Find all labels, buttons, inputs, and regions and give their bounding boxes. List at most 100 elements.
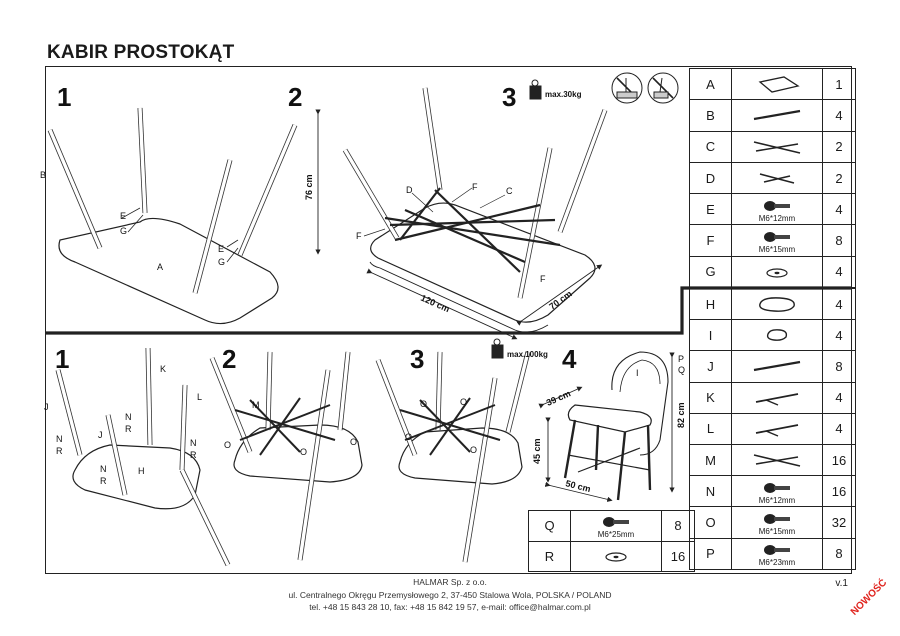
part-letter: N <box>689 475 732 508</box>
chair-label-q: Q <box>678 365 685 375</box>
chair-step4-number: 4 <box>562 344 577 374</box>
part-quantity: 2 <box>822 161 856 195</box>
leg-icon <box>753 361 801 372</box>
chair-label-o6: O <box>405 432 412 442</box>
table-label-a: A <box>157 262 163 272</box>
chair-label-o1: O <box>224 440 231 450</box>
chair-label-i: I <box>636 368 639 378</box>
part-letter: K <box>689 381 732 414</box>
table-label-f3: F <box>540 274 546 284</box>
part-quantity: 8 <box>661 510 695 542</box>
chair-dim-height: 82 cm <box>676 402 686 428</box>
chair-step3-number: 3 <box>410 344 424 374</box>
parts-row: R 16 <box>528 540 695 572</box>
part-quantity: 4 <box>822 412 856 445</box>
back-leg-icon <box>755 392 799 406</box>
chair-label-n2: N <box>56 434 63 444</box>
part-picture <box>731 412 823 445</box>
part-quantity: 1 <box>822 67 856 101</box>
part-size-label: M6*15mm <box>758 245 796 255</box>
part-letter: H <box>689 287 732 321</box>
part-picture <box>731 161 823 195</box>
washer-icon <box>605 552 627 562</box>
part-quantity: 8 <box>822 224 856 257</box>
screw-icon <box>764 482 790 493</box>
table-label-c: C <box>506 186 513 196</box>
chair-label-r4: R <box>100 476 107 486</box>
document-title: KABIR PROSTOKĄT <box>47 42 235 63</box>
chair-step1-number: 1 <box>55 344 69 374</box>
chair-dim-width: 50 cm <box>565 478 592 494</box>
part-picture: M6*15mm <box>731 224 823 257</box>
table-label-g1: G <box>120 226 127 236</box>
part-quantity: 16 <box>822 475 856 508</box>
part-picture <box>731 99 823 132</box>
chair-step3-drawing <box>375 338 531 563</box>
part-size-label: M6*23mm <box>758 558 796 568</box>
chair-step4-drawing <box>538 351 675 502</box>
part-quantity: 2 <box>822 130 856 163</box>
chair-label-n4: N <box>100 464 107 474</box>
chair-label-l: L <box>197 392 202 402</box>
chair-label-o5: O <box>460 397 467 407</box>
part-picture: M6*12mm <box>731 475 823 508</box>
chair-dim-seat-height: 45 cm <box>532 438 542 464</box>
part-picture: M6*15mm <box>731 506 823 539</box>
table-label-e2: E <box>218 244 224 254</box>
chair-step2-number: 2 <box>222 344 236 374</box>
chair-label-o3: O <box>350 437 357 447</box>
seat-icon <box>759 297 795 312</box>
part-quantity: 8 <box>822 350 856 383</box>
table-step3-number: 3 <box>502 82 516 112</box>
part-picture: M6*25mm <box>570 510 662 542</box>
table-label-f2: F <box>356 231 362 241</box>
table-load-label: max.30kg <box>545 90 582 99</box>
part-letter: B <box>689 99 732 132</box>
table-step3-weight <box>529 79 542 100</box>
footer-company: HALMAR Sp. z o.o. <box>413 577 487 587</box>
chair-label-n1: N <box>125 412 132 422</box>
cross-brace-icon <box>753 140 801 154</box>
table-step1-drawing <box>47 107 298 325</box>
chair-label-k: K <box>160 364 166 374</box>
part-letter: R <box>528 540 571 572</box>
back-leg-icon <box>755 423 799 437</box>
screw-icon <box>764 200 790 211</box>
part-quantity: 16 <box>661 540 695 572</box>
part-size-label: M6*25mm <box>597 530 635 540</box>
chair-label-o7: O <box>470 445 477 455</box>
short-brace-icon <box>759 173 795 184</box>
part-picture: M6*12mm <box>731 193 823 226</box>
part-quantity: 4 <box>822 319 856 352</box>
part-picture <box>731 381 823 414</box>
screw-icon <box>764 545 790 556</box>
part-letter: G <box>689 255 732 289</box>
part-picture <box>731 350 823 383</box>
version-label: v.1 <box>835 578 848 589</box>
part-letter: C <box>689 130 732 163</box>
part-picture <box>731 287 823 321</box>
table-label-f1: F <box>472 182 478 192</box>
table-dim-height: 76 cm <box>304 174 314 200</box>
part-letter: L <box>689 412 732 445</box>
table-label-b: B <box>40 170 46 180</box>
part-quantity: 4 <box>822 381 856 414</box>
screw-icon <box>764 232 790 243</box>
chair-dim-depth: 39 cm <box>545 388 572 408</box>
part-letter: J <box>689 350 732 383</box>
table-label-d: D <box>406 185 413 195</box>
no-standing-icon <box>611 72 643 104</box>
part-picture <box>731 319 823 352</box>
part-letter: E <box>689 193 732 226</box>
